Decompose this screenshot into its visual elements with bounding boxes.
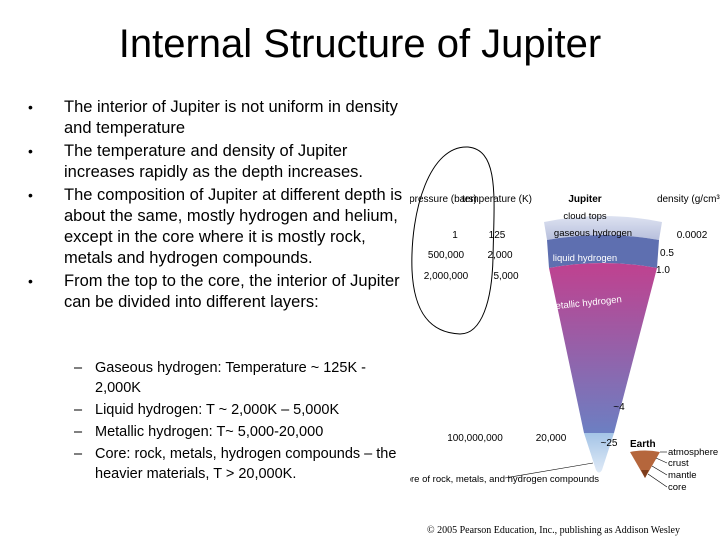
density-value: 0.0002 xyxy=(677,230,708,241)
copyright-credit: © 2005 Pearson Education, Inc., publishi… xyxy=(427,525,680,536)
jupiter-header: Jupiter xyxy=(568,194,601,205)
earth-layer-label: atmosphere xyxy=(668,447,718,458)
jupiter-diagram: pressure (bars) temperature (K) Jupiter … xyxy=(401,146,720,493)
cloud-tops-label: cloud tops xyxy=(563,211,607,222)
sub-bullet-item: –Gaseous hydrogen: Temperature ~ 125K - … xyxy=(74,358,414,398)
dash-marker: – xyxy=(74,446,83,462)
earth-layer-label: core xyxy=(668,482,686,493)
dash-marker: – xyxy=(74,360,83,376)
density-value: ~4 xyxy=(613,402,625,413)
dash-marker: – xyxy=(74,402,83,418)
dash-marker: – xyxy=(74,424,83,440)
temperature-value: 5,000 xyxy=(493,271,518,282)
gaseous-hydrogen-label: gaseous hydrogen xyxy=(554,228,632,239)
density-value: 0.5 xyxy=(660,248,674,259)
bullet-text: The temperature and density of Jupiter i… xyxy=(64,142,363,181)
bullet-list: • The interior of Jupiter is not uniform … xyxy=(28,97,413,315)
sub-bullet-text: Metallic hydrogen: T~ 5,000-20,000 xyxy=(95,424,324,440)
pressure-value: 1 xyxy=(452,230,458,241)
bullet-text: The composition of Jupiter at different … xyxy=(64,186,403,267)
sub-bullet-text: Gaseous hydrogen: Temperature ~ 125K - 2… xyxy=(95,360,366,396)
core-label-text: core of rock, metals, and hydrogen compo… xyxy=(410,474,599,485)
density-header: density (g/cm³) xyxy=(657,194,720,205)
earth-leader xyxy=(647,473,668,488)
temperature-header: temperature (K) xyxy=(462,194,532,205)
sub-bullet-item: –Liquid hydrogen: T ~ 2,000K – 5,000K xyxy=(74,400,414,420)
earth-leader xyxy=(651,465,668,476)
metallic-layer xyxy=(549,263,657,433)
sub-bullet-text: Liquid hydrogen: T ~ 2,000K – 5,000K xyxy=(95,402,340,418)
density-value: 1.0 xyxy=(656,265,670,276)
bullet-item: • The interior of Jupiter is not uniform … xyxy=(28,97,413,139)
core-leader-line xyxy=(504,462,594,479)
pressure-value: 2,000,000 xyxy=(424,271,469,282)
temperature-value: 125 xyxy=(489,230,506,241)
density-value: ~25 xyxy=(601,438,618,449)
sub-bullet-text: Core: rock, metals, hydrogen compounds –… xyxy=(95,446,397,482)
bullet-marker: • xyxy=(28,99,33,115)
gaseous-layer xyxy=(544,216,662,240)
bullet-item: • The composition of Jupiter at different… xyxy=(28,185,413,269)
bullet-marker: • xyxy=(28,143,33,159)
pressure-value: 100,000,000 xyxy=(447,433,503,444)
core-layer xyxy=(584,433,614,473)
slide-title: Internal Structure of Jupiter xyxy=(118,22,602,66)
earth-label: Earth xyxy=(630,439,656,450)
earth-wedge xyxy=(630,450,660,478)
liquid-hydrogen-label: liquid hydrogen xyxy=(553,253,617,264)
core-label: core of rock, metals, and hydrogen compo… xyxy=(410,474,599,485)
pressure-header: pressure (bars) xyxy=(410,194,477,205)
jupiter-interior-figure: pressure (bars) temperature (K) Jupiter … xyxy=(401,140,720,540)
bullet-item: • From the top to the core, the interior … xyxy=(28,271,413,313)
earth-core xyxy=(641,470,649,478)
sub-bullet-item: –Metallic hydrogen: T~ 5,000-20,000 xyxy=(74,422,414,442)
sub-bullet-list: –Gaseous hydrogen: Temperature ~ 125K - … xyxy=(74,358,414,486)
pressure-value: 500,000 xyxy=(428,250,465,261)
bullet-text: From the top to the core, the interior o… xyxy=(64,272,400,311)
sub-bullet-item: –Core: rock, metals, hydrogen compounds … xyxy=(74,444,414,484)
liquid-layer xyxy=(547,235,659,268)
bullet-item: • The temperature and density of Jupiter … xyxy=(28,141,413,183)
hand-drawn-circle xyxy=(411,146,495,335)
temperature-value: 2,000 xyxy=(487,250,512,261)
earth-leader xyxy=(655,457,668,464)
earth-layer-label: mantle xyxy=(668,470,697,481)
temperature-value: 20,000 xyxy=(536,433,567,444)
bullet-marker: • xyxy=(28,187,33,203)
bullet-marker: • xyxy=(28,273,33,289)
earth-layer-label: crust xyxy=(668,458,689,469)
bullet-text: The interior of Jupiter is not uniform i… xyxy=(64,98,398,137)
